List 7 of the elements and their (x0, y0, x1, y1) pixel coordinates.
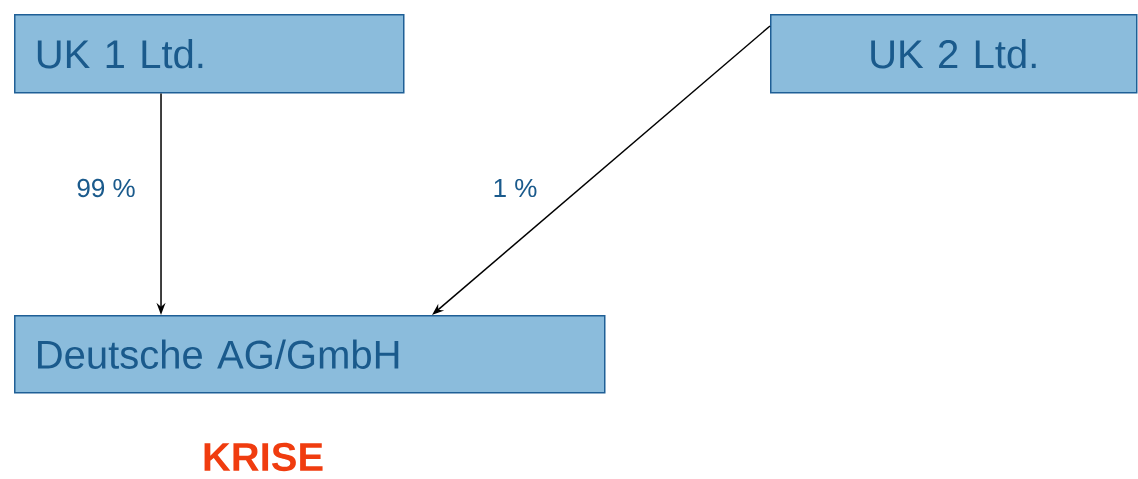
arrow (432, 25, 771, 315)
company-box: UK 1 Ltd. (14, 14, 405, 94)
edge-label: 1 % (494, 178, 537, 198)
warning-label: KRISE (204, 442, 323, 472)
edge-label: 99 % (77, 178, 135, 198)
company-box: UK 2 Ltd. (770, 14, 1138, 94)
company-box: Deutsche AG/GmbH (14, 315, 606, 394)
